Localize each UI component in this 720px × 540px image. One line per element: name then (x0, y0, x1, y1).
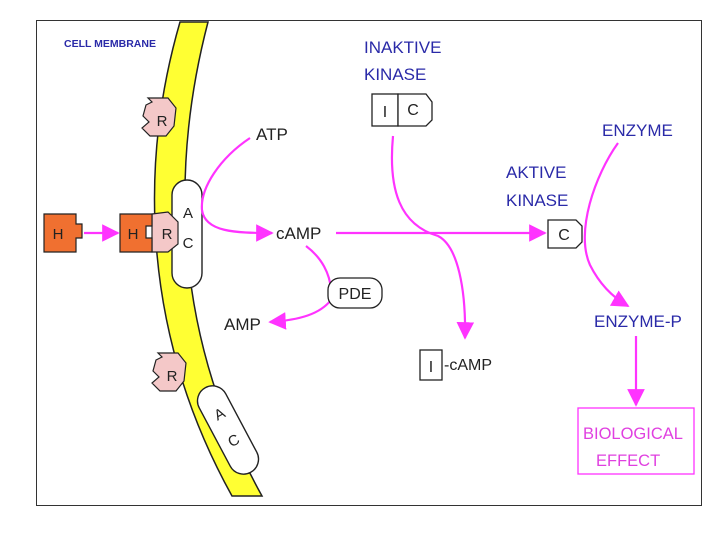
camp-label: cAMP (276, 224, 321, 243)
ac-top-a: A (183, 205, 193, 222)
pde-box: PDE (327, 277, 383, 309)
receptor-bottom: R (151, 352, 187, 392)
biological-effect-line2: EFFECT (596, 452, 660, 470)
hormone-free-label: H (53, 226, 64, 243)
aktive-kinase-c: C (558, 227, 570, 244)
i-camp-i: I (429, 359, 433, 376)
receptor-bound-label: R (162, 226, 173, 243)
atp-label: ATP (256, 125, 288, 144)
arrow-camp-to-pde (305, 245, 333, 291)
inaktive-kinase-box: I C (371, 93, 433, 127)
aktive-kinase-label-1: AKTIVE (506, 163, 566, 182)
diagram-frame (36, 20, 702, 506)
arrow-enzyme-to-enzyme-p (583, 142, 630, 307)
inaktive-kinase-i: I (383, 104, 387, 121)
cell-membrane-label: CELL MEMBRANE (64, 38, 156, 50)
arrow-pde-to-amp (268, 299, 332, 330)
inaktive-kinase-c: C (407, 102, 419, 119)
pde-label: PDE (339, 286, 372, 303)
amp-label: AMP (224, 315, 261, 334)
biological-effect-line1: BIOLOGICAL (583, 425, 683, 443)
biological-effect-box: BIOLOGICAL EFFECT (577, 407, 695, 475)
arrow-atp-to-camp (200, 137, 274, 242)
i-camp-complex: I -cAMP (419, 349, 492, 381)
adenylate-cyclase-bottom: A C (196, 385, 260, 475)
enzyme-label: ENZYME (602, 121, 673, 140)
receptor-bound: R (151, 211, 179, 253)
receptor-top-label: R (157, 113, 168, 130)
inaktive-kinase-label-1: INAKTIVE (364, 38, 441, 57)
receptor-top: R (141, 97, 177, 137)
i-camp-text: -cAMP (444, 357, 492, 374)
enzyme-p-label: ENZYME-P (594, 312, 682, 331)
hormone-bound-label: H (128, 226, 139, 243)
hormone-free: H (43, 213, 83, 253)
inaktive-kinase-label-2: KINASE (364, 65, 426, 84)
ac-top-c: C (183, 235, 194, 252)
hormone-bound: H (119, 213, 153, 253)
adenylate-cyclase-top: A C (171, 179, 203, 289)
aktive-kinase-label-2: KINASE (506, 191, 568, 210)
arrow-inaktive-kinase-split (390, 135, 475, 340)
receptor-bottom-label: R (167, 368, 178, 385)
aktive-kinase-box: C (547, 219, 583, 249)
